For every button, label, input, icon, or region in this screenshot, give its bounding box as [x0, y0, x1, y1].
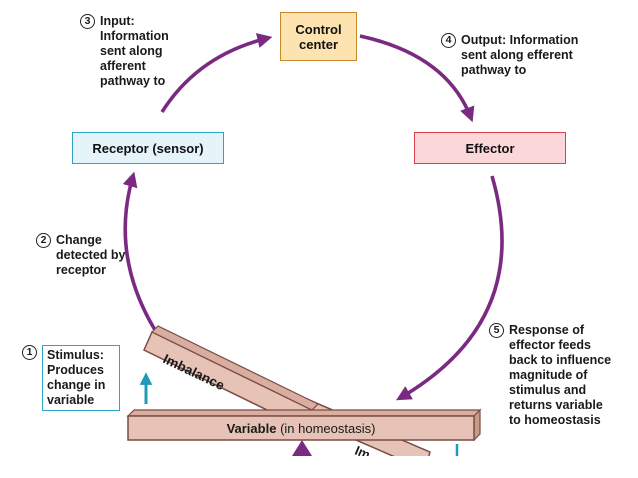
- step5-text: Response of effector feeds back to influ…: [509, 323, 612, 427]
- step3-label: 3 Input: Information sent along afferent…: [80, 14, 190, 89]
- bottom-whitespace: [0, 456, 638, 478]
- step5-label: 5 Response of effector feeds back to inf…: [489, 323, 617, 428]
- step1-text: Stimulus: Produces change in variable: [42, 345, 120, 411]
- step4-number: 4: [441, 33, 456, 48]
- step4-text: Output: Information sent along efferent …: [461, 33, 579, 77]
- receptor-label: Receptor (sensor): [92, 140, 204, 156]
- variable-main-text: Variable: [227, 421, 277, 436]
- control-center-label: Control center: [295, 21, 342, 52]
- step3-number: 3: [80, 14, 95, 29]
- step1-label: 1 Stimulus: Produces change in variable: [22, 345, 122, 411]
- step1-number: 1: [22, 345, 37, 360]
- variable-text: Variable (in homeostasis): [227, 421, 376, 436]
- receptor-box: Receptor (sensor): [72, 132, 224, 164]
- step2-number: 2: [36, 233, 51, 248]
- detection-arrow: [122, 171, 157, 331]
- step2-label: 2 Change detected by receptor: [36, 233, 140, 278]
- variable-bar: Variable (in homeostasis): [126, 408, 482, 442]
- step2-text: Change detected by receptor: [56, 233, 126, 277]
- output-arrow: [359, 34, 475, 123]
- lower-purple-arrowhead: [292, 440, 312, 456]
- effector-box: Effector: [414, 132, 566, 164]
- variable-sub-text: (in homeostasis): [280, 421, 375, 436]
- effector-label: Effector: [465, 140, 515, 156]
- step5-number: 5: [489, 323, 504, 338]
- feedback-arrow: [396, 175, 504, 401]
- input-arrow: [160, 33, 273, 113]
- control-center-box: Control center: [280, 12, 357, 61]
- step3-text: Input: Information sent along afferent p…: [100, 14, 169, 88]
- step4-label: 4 Output: Information sent along efferen…: [441, 33, 581, 78]
